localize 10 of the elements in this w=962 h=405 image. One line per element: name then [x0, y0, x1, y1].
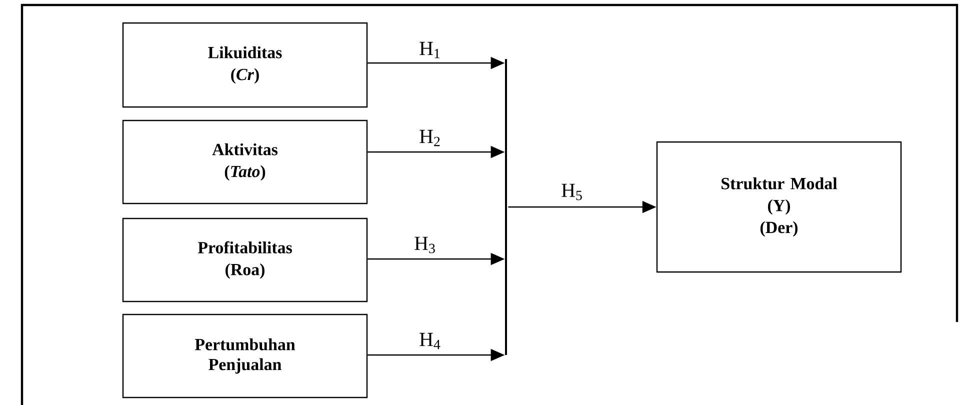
hypothesis-label: H$_{5}$: [562, 184, 582, 200]
variable-box: Struktur Modal (Y) (Der): [656, 141, 902, 273]
hypothesis-label: H$_{3}$: [414, 236, 435, 254]
variable-box: Pertumbuhan Penjualan: [122, 314, 368, 398]
variable-box: Aktivitas (Tato): [122, 120, 368, 204]
hypothesis-label: H$_{4}$: [420, 332, 440, 350]
hypothesis-label: H$_{2}$: [420, 130, 440, 146]
hypothesis-label: H$_{1}$: [420, 42, 440, 58]
variable-box: Likuiditas (Cr): [122, 22, 368, 108]
variable-box: Profitabilitas (Roa): [122, 218, 368, 302]
